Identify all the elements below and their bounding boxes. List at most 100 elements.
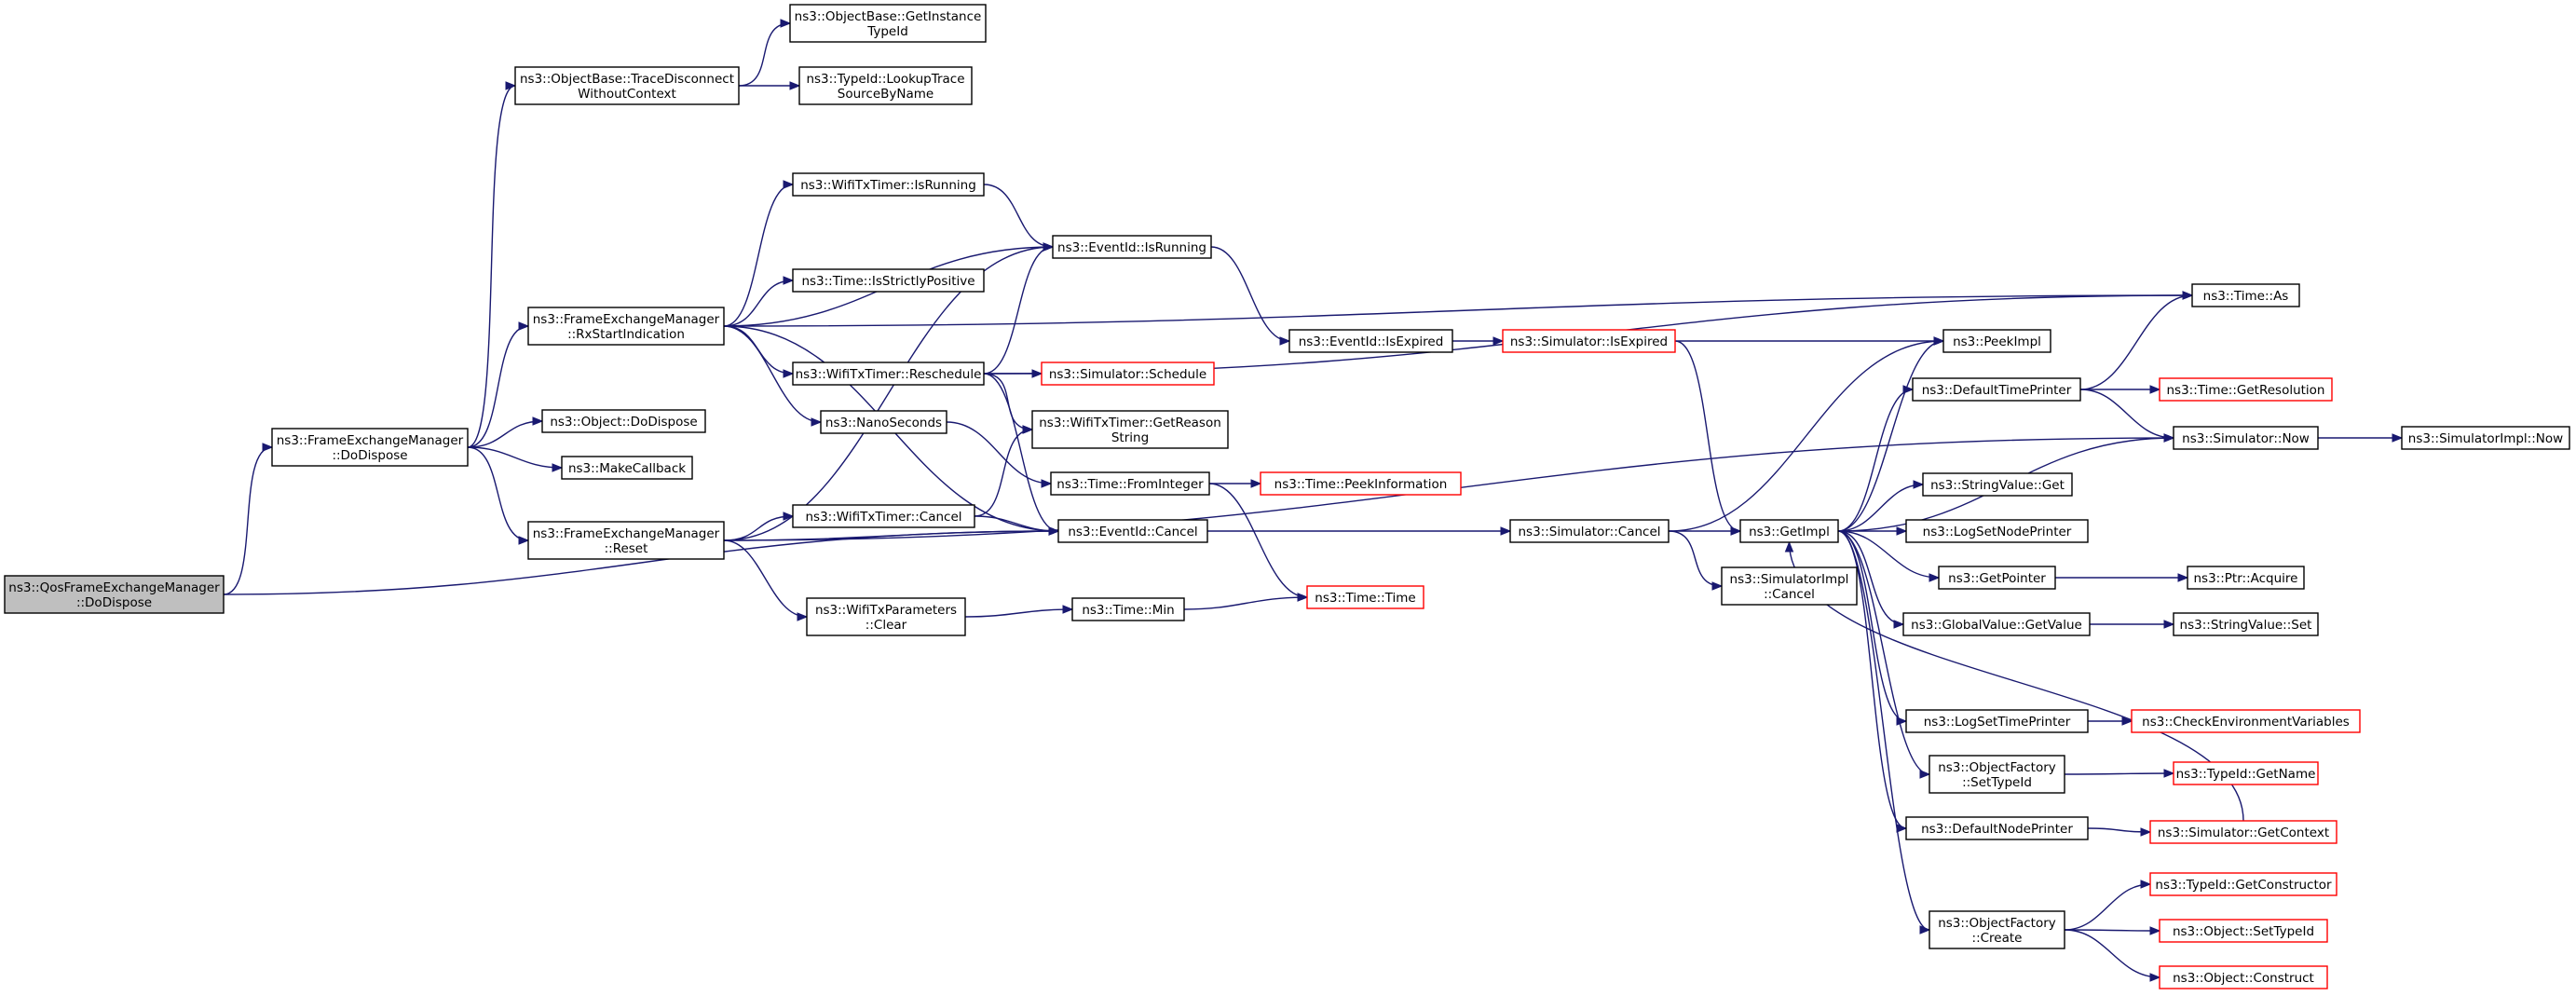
- node-box: [1912, 377, 2081, 402]
- node-obj-settypeid[interactable]: ns3::Object::SetTypeId: [2159, 919, 2328, 943]
- node-box: [2401, 426, 2570, 450]
- node-wtt-resched[interactable]: ns3::WifiTxTimer::Reschedule: [792, 362, 985, 386]
- node-tid-getname[interactable]: ns3::TypeId::GetName: [2173, 761, 2319, 785]
- node-checkenv[interactable]: ns3::CheckEnvironmentVariables: [2131, 709, 2361, 733]
- node-eid-isrunning[interactable]: ns3::EventId::IsRunning: [1052, 235, 1212, 259]
- arrow-head: [780, 19, 792, 28]
- node-label: ns3::StringValue::Get: [1930, 478, 2065, 493]
- edge-dtp-to-sim_now: [2079, 389, 2175, 443]
- node-label: ns3::DefaultNodePrinter: [1921, 822, 2073, 837]
- node-simimpl-cancel[interactable]: ns3::SimulatorImpl::Cancel: [1721, 566, 1858, 606]
- node-box: [4, 575, 225, 614]
- edge-line: [467, 446, 563, 469]
- node-gv-getvalue[interactable]: ns3::GlobalValue::GetValue: [1902, 612, 2091, 636]
- edge-getimpl-to-getpointer: [1837, 530, 1941, 582]
- node-dnp[interactable]: ns3::DefaultNodePrinter: [1905, 816, 2089, 840]
- node-box: [1942, 329, 2051, 353]
- node-ptr-acquire[interactable]: ns3::Ptr::Acquire: [2187, 566, 2305, 590]
- node-sim-isexpired[interactable]: ns3::Simulator::IsExpired: [1502, 329, 1676, 353]
- node-label: ns3::Object::SetTypeId: [2173, 924, 2314, 939]
- node-label: ::Reset: [605, 541, 648, 556]
- edge-layer: [223, 19, 2404, 982]
- node-label: ns3::ObjectFactory: [1938, 760, 2056, 775]
- node-time-fromint[interactable]: ns3::Time::FromInteger: [1050, 471, 1210, 496]
- node-peekimpl[interactable]: ns3::PeekImpl: [1942, 329, 2051, 353]
- node-sim-schedule[interactable]: ns3::Simulator::Schedule: [1041, 362, 1215, 386]
- edge-line: [723, 280, 794, 327]
- node-wtt-cancel[interactable]: ns3::WifiTxTimer::Cancel: [792, 504, 975, 528]
- node-label: ns3::FrameExchangeManager: [533, 526, 720, 541]
- edge-line: [2064, 883, 2151, 931]
- node-eid-isexpired[interactable]: ns3::EventId::IsExpired: [1288, 329, 1453, 353]
- arrow-head: [2163, 769, 2175, 778]
- node-label: ns3::StringValue::Set: [2180, 618, 2312, 633]
- node-sim-now[interactable]: ns3::Simulator::Now: [2173, 426, 2319, 450]
- edge-of_create-to-obj_settypeid: [2064, 926, 2161, 935]
- node-time-time[interactable]: ns3::Time::Time: [1306, 585, 1424, 609]
- node-sim-getcontext[interactable]: ns3::Simulator::GetContext: [2149, 820, 2337, 844]
- arrow-head: [2149, 385, 2161, 394]
- node-obj-dodispose[interactable]: ns3::Object::DoDispose: [541, 409, 706, 433]
- node-label: ns3::SimulatorImpl::Now: [2408, 431, 2563, 446]
- node-box: [2131, 709, 2361, 733]
- node-box: [1050, 471, 1210, 496]
- node-label: ns3::TypeId::GetConstructor: [2155, 878, 2332, 893]
- node-makecallback[interactable]: ns3::MakeCallback: [561, 456, 693, 480]
- edge-line: [2079, 294, 2193, 390]
- edge-fem_rxstart-to-nanoseconds: [723, 325, 823, 427]
- node-time-min[interactable]: ns3::Time::Min: [1071, 597, 1185, 621]
- arrow-head: [505, 81, 517, 90]
- arrow-head: [518, 321, 530, 331]
- node-wtt-isrunning[interactable]: ns3::WifiTxTimer::IsRunning: [792, 172, 985, 197]
- node-time-strict[interactable]: ns3::Time::IsStrictlyPositive: [792, 268, 985, 293]
- node-label: ns3::Time::Min: [1082, 603, 1174, 618]
- node-obj-construct[interactable]: ns3::Object::Construct: [2159, 965, 2328, 989]
- node-time-peekinfo[interactable]: ns3::Time::PeekInformation: [1260, 471, 1462, 496]
- node-time-as[interactable]: ns3::Time::As: [2191, 283, 2300, 307]
- node-sim-cancel[interactable]: ns3::Simulator::Cancel: [1509, 519, 1670, 543]
- node-time-getres[interactable]: ns3::Time::GetResolution: [2159, 377, 2333, 402]
- node-label: ::RxStartIndication: [567, 327, 685, 342]
- node-box: [2173, 612, 2319, 636]
- node-logtimeprinter[interactable]: ns3::LogSetTimePrinter: [1905, 709, 2089, 733]
- edge-getimpl-to-sv_get: [1837, 480, 1925, 532]
- node-dtp[interactable]: ns3::DefaultTimePrinter: [1912, 377, 2081, 402]
- node-lognodeprinter[interactable]: ns3::LogSetNodePrinter: [1905, 519, 2089, 543]
- node-nanoseconds[interactable]: ns3::NanoSeconds: [820, 410, 947, 434]
- node-box: [792, 172, 985, 197]
- edge-eid_isrunning-to-eid_isexpired: [1210, 246, 1291, 346]
- node-sv-get[interactable]: ns3::StringValue::Get: [1922, 472, 2073, 497]
- node-sv-set[interactable]: ns3::StringValue::Set: [2173, 612, 2319, 636]
- node-box: [2173, 761, 2319, 785]
- node-box: [1502, 329, 1676, 353]
- node-tid-getctor[interactable]: ns3::TypeId::GetConstructor: [2149, 872, 2337, 896]
- arrow-head: [1913, 480, 1925, 489]
- edge-line: [723, 539, 808, 618]
- edge-sim_isexpired-to-peekimpl: [1675, 336, 1945, 346]
- arrow-head: [1933, 336, 1945, 346]
- node-eid-cancel[interactable]: ns3::EventId::Cancel: [1057, 519, 1208, 543]
- node-box: [271, 428, 469, 467]
- edge-line: [983, 373, 1059, 532]
- edge-line: [467, 325, 529, 448]
- node-label: ns3::Simulator::Now: [2182, 431, 2310, 446]
- edge-wtt_isrunning-to-eid_isrunning: [983, 184, 1055, 252]
- node-simimpl-now[interactable]: ns3::SimulatorImpl::Now: [2401, 426, 2570, 450]
- node-fem-rxstart[interactable]: ns3::FrameExchangeManager::RxStartIndica…: [527, 307, 725, 346]
- arrow-head: [1784, 540, 1794, 553]
- node-getimpl[interactable]: ns3::GetImpl: [1739, 519, 1839, 543]
- node-wtp-clear[interactable]: ns3::WifiTxParameters::Clear: [806, 597, 966, 636]
- node-root: ns3::QosFrameExchangeManager::DoDispose: [4, 575, 225, 614]
- node-fem-dodispose[interactable]: ns3::FrameExchangeManager::DoDispose: [271, 428, 469, 467]
- node-box: [1739, 519, 1839, 543]
- node-of-create[interactable]: ns3::ObjectFactory::Create: [1929, 910, 2065, 949]
- node-fem-reset[interactable]: ns3::FrameExchangeManager::Reset: [527, 521, 725, 560]
- node-getpointer[interactable]: ns3::GetPointer: [1938, 566, 2056, 590]
- node-ob-tracedisc[interactable]: ns3::ObjectBase::TraceDisconnectWithoutC…: [514, 66, 740, 105]
- edge-sim_cancel-to-peekimpl: [1668, 336, 1945, 532]
- node-of-settypeid[interactable]: ns3::ObjectFactory::SetTypeId: [1929, 755, 2065, 794]
- node-label: ns3::Simulator::IsExpired: [1510, 334, 1668, 349]
